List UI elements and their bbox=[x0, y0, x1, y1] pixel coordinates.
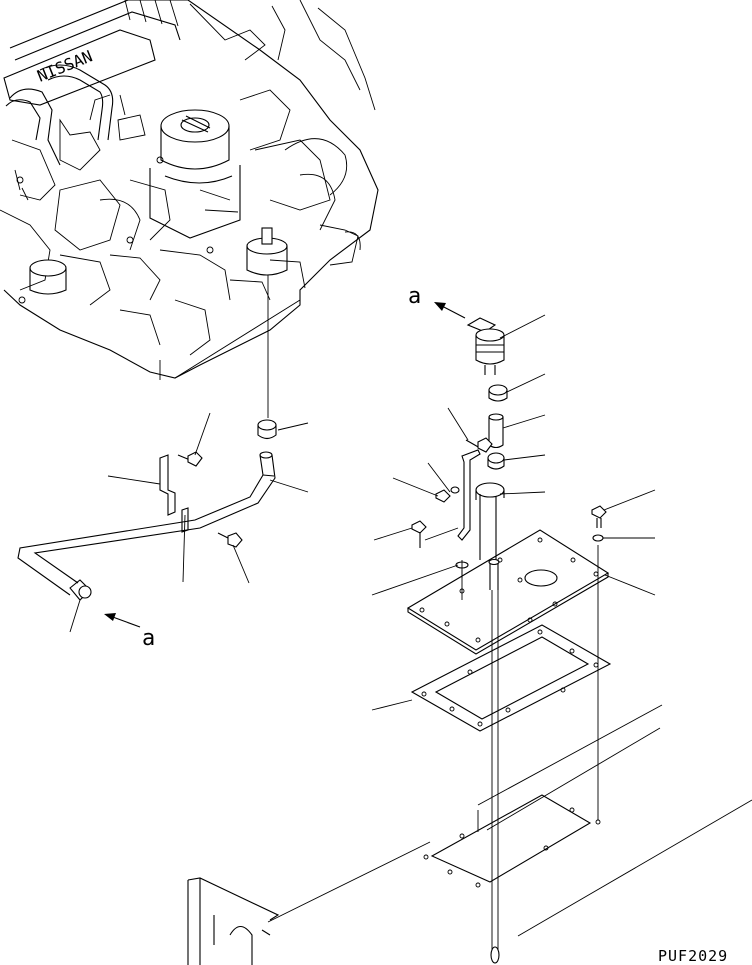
callout-a-right: a bbox=[408, 284, 421, 309]
end-hose-clamp bbox=[69, 579, 92, 601]
callout-a-left-arrow bbox=[104, 613, 141, 628]
plate-bolt-right bbox=[591, 505, 607, 528]
engine-hose-clamp bbox=[257, 419, 277, 440]
right-breather-assembly: a bbox=[187, 284, 752, 965]
plate-bolt-left bbox=[411, 520, 427, 548]
hose-clamp-lower bbox=[487, 452, 505, 470]
clip-bolt bbox=[465, 437, 493, 453]
cover-plate bbox=[406, 529, 610, 655]
drawing-ref-code: PUF2029 bbox=[658, 947, 728, 965]
breather-tube bbox=[475, 482, 505, 590]
plate-washer-right bbox=[592, 534, 604, 542]
engine-illustration: NISSAN bbox=[0, 0, 379, 380]
breather-cap bbox=[466, 317, 505, 375]
nut bbox=[435, 489, 451, 503]
floor-opening-plate bbox=[423, 794, 592, 888]
tube-clip bbox=[457, 449, 481, 541]
connector-pipe bbox=[488, 413, 504, 449]
hose-clamp-upper bbox=[488, 384, 508, 402]
bracket-bolt-upper bbox=[177, 451, 203, 467]
frame-bracket bbox=[187, 877, 280, 965]
callout-a-right-arrow bbox=[434, 302, 466, 319]
left-hose-assembly: a bbox=[17, 275, 309, 651]
callout-a-left: a bbox=[142, 626, 155, 651]
washer bbox=[450, 486, 460, 494]
bracket-bolt-lower bbox=[217, 532, 243, 548]
gasket bbox=[410, 624, 612, 732]
bracket bbox=[159, 454, 189, 533]
